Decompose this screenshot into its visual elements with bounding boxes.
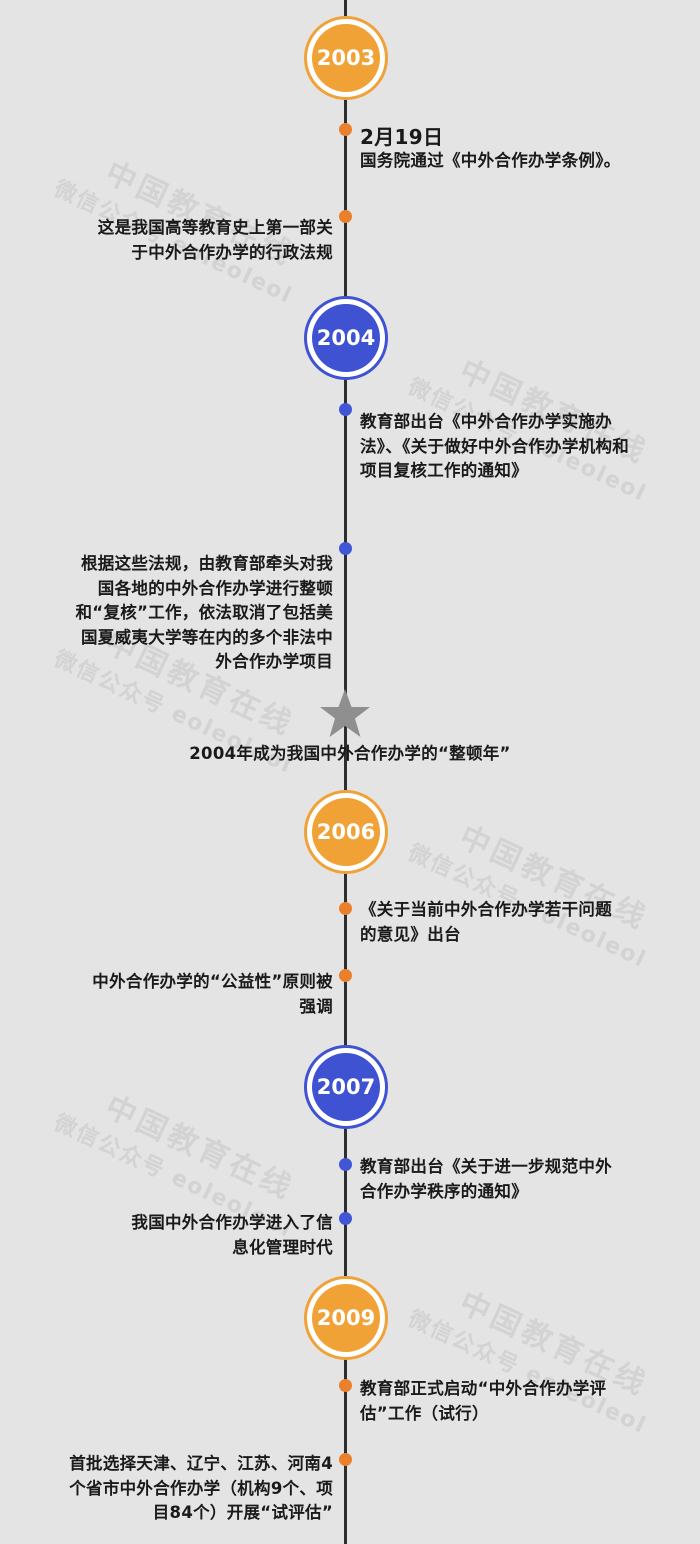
year-badge: 2007 [304,1045,388,1129]
timeline-dot [339,210,352,223]
timeline-dot [339,1212,352,1225]
timeline-dot [339,1158,352,1171]
event-text: 中外合作办学的“公益性”原则被强调 [92,972,333,1016]
timeline-axis [344,0,347,1544]
timeline-dot [339,403,352,416]
event-text: 教育部正式启动“中外合作办学评估”工作（试行） [360,1379,607,1423]
event-date: 2月19日 [360,125,444,149]
timeline-dot [339,969,352,982]
timeline-dot [339,542,352,555]
year-badge: 2006 [304,790,388,874]
event-text: 这是我国高等教育史上第一部关于中外合作办学的行政法规 [97,218,333,262]
event-text: 首批选择天津、辽宁、江苏、河南4个省市中外合作办学（机构9个、项目84个）开展“… [69,1454,333,1522]
event-description: 国务院通过《中外合作办学条例》。 [360,151,621,170]
event-text: 2月19日 国务院通过《中外合作办学条例》。 [360,125,630,174]
year-badge: 2009 [304,1276,388,1360]
star-icon [318,688,372,740]
watermark-title: 中国教育在线 [99,1089,300,1208]
year-label: 2007 [312,1053,380,1121]
event-text: 根据这些法规，由教育部牵头对我国各地的中外合作办学进行整顿和“复核”工作，依法取… [75,554,333,671]
year-badge: 2003 [304,16,388,100]
timeline-dot [339,1379,352,1392]
year-label: 2003 [312,24,380,92]
year-label: 2006 [312,798,380,866]
event-text: 《关于当前中外合作办学若干问题的意见》出台 [360,900,612,944]
timeline-dot [339,1453,352,1466]
event-text: 教育部出台《中外合作办学实施办法》、《关于做好中外合作办学机构和项目复核工作的通… [360,412,630,480]
watermark: 中国教育在线 微信公众号 eoleoleol [404,812,672,974]
event-text: 我国中外合作办学进入了信息化管理时代 [131,1213,333,1257]
year-label: 2009 [312,1284,380,1352]
year-badge: 2004 [304,296,388,380]
timeline-dot [339,902,352,915]
event-text: 教育部出台《关于进一步规范中外合作办学秩序的通知》 [360,1157,612,1201]
milestone-text: 2004年成为我国中外合作办学的“整顿年” [189,744,511,763]
timeline-dot [339,123,352,136]
year-label: 2004 [312,304,380,372]
